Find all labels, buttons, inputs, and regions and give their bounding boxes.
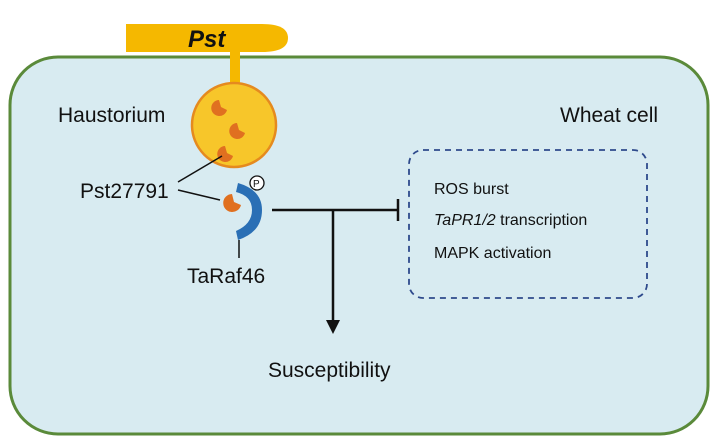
leader-line: [177, 155, 223, 183]
bound-effector-icon: [223, 194, 241, 212]
effector-icons: [211, 100, 245, 162]
pst-label: Pst: [188, 26, 226, 53]
gene-name: TaPR1/2: [434, 212, 496, 229]
susceptibility-label: Susceptibility: [268, 359, 391, 382]
effector-icon: [217, 146, 233, 162]
immune-response-item: TaPR1/2 transcription: [434, 212, 587, 229]
taraf46-receptor: [236, 183, 262, 240]
phospho-label: P: [253, 179, 260, 190]
hypha-stalk: [230, 50, 240, 90]
immune-response-item: ROS burst: [434, 181, 509, 198]
wheat-cell: [8, 55, 710, 436]
immune-response-item: MAPK activation: [434, 245, 551, 262]
effector-label: Pst27791: [80, 180, 169, 203]
receptor-label: TaRaf46: [187, 265, 265, 288]
phospho-marker: [249, 175, 265, 191]
arrow-head: [326, 320, 340, 334]
leader-line: [177, 189, 221, 201]
pst-hypha: [126, 24, 288, 52]
immune-response-box: [408, 149, 648, 299]
wheat-cell-label: Wheat cell: [560, 104, 658, 127]
effector-icon: [229, 123, 245, 139]
response-text: transcription: [496, 212, 588, 229]
haustorium-label: Haustorium: [58, 104, 165, 127]
effector-icon: [211, 100, 227, 116]
